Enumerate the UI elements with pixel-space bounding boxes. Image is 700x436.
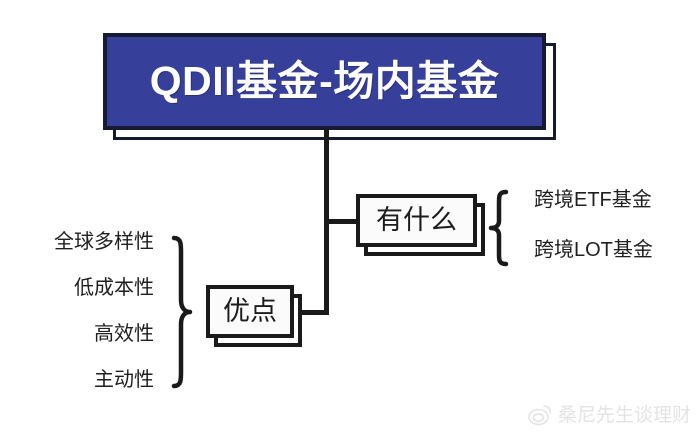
- list-item: 高效性: [94, 323, 154, 345]
- node-youshenme[interactable]: 有什么: [356, 194, 477, 247]
- list-item: 主动性: [94, 369, 154, 391]
- node-youdian-label: 优点: [223, 296, 277, 326]
- title-box: QDII基金-场内基金: [103, 33, 546, 130]
- node-youshenme-label: 有什么: [376, 205, 457, 235]
- node-youdian[interactable]: 优点: [206, 285, 294, 338]
- connector-to-youshenme: [324, 219, 360, 224]
- watermark-text: 桑尼先生谈理财: [558, 404, 692, 426]
- list-item: 跨境ETF基金: [534, 189, 652, 211]
- list-item: 全球多样性: [54, 231, 154, 253]
- watermark: 桑尼先生谈理财: [528, 404, 691, 426]
- list-item: 低成本性: [74, 277, 154, 299]
- list-item: 跨境LOT基金: [534, 239, 653, 261]
- connector-to-youdian: [290, 310, 329, 315]
- page-title: QDII基金-场内基金: [149, 58, 500, 104]
- branch-left-list: 全球多样性 低成本性 高效性 主动性: [10, 232, 154, 416]
- weibo-icon: [528, 404, 552, 426]
- branch-right-list: 跨境ETF基金 跨境LOT基金: [534, 190, 694, 290]
- left-brace-icon: [166, 234, 194, 395]
- right-brace-icon: [486, 188, 512, 268]
